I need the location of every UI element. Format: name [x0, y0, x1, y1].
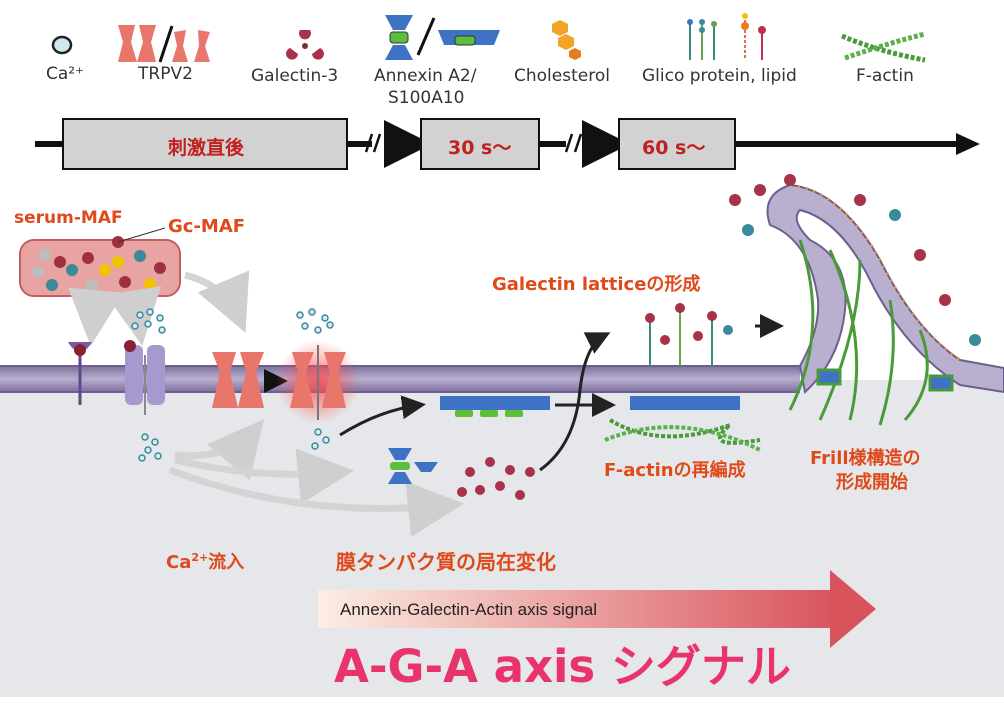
- signal-arrow-label: Annexin-Galectin-Actin axis signal: [340, 600, 598, 619]
- galectin-icon: [286, 30, 324, 60]
- legend-glico-label: Glico protein, lipid: [642, 66, 797, 86]
- legend-annexin-label: Annexin A2/: [374, 66, 477, 86]
- ca-channel: [124, 340, 165, 415]
- factin-reorganization-label: F-actinの再編成: [604, 460, 746, 481]
- annexin-on-membrane: [440, 396, 550, 417]
- trpv2-open: [276, 340, 360, 424]
- timeline-stage-3: 60 s〜: [618, 118, 736, 170]
- timeline: [35, 120, 980, 168]
- legend-cholesterol-label: Cholesterol: [514, 66, 610, 86]
- bottom-strip: [0, 697, 1004, 727]
- cholesterol-icon: [552, 20, 581, 60]
- receptor: [68, 342, 92, 405]
- trpv2-icon: [118, 25, 210, 63]
- timeline-stage-2: 30 s〜: [420, 118, 540, 170]
- flow-arrows-black: [339, 314, 784, 472]
- timeline-stage-3-label: 60 s〜: [642, 137, 706, 159]
- flow-arrows-gray: [68, 270, 464, 538]
- page-title: A-G-A axis シグナル: [334, 640, 791, 693]
- gc-maf-label: Gc-MAF: [168, 216, 246, 237]
- signal-arrow: [318, 570, 876, 648]
- galectin-lattice-label: Galectin latticeの形成: [492, 274, 701, 295]
- trpv2-closed: [212, 352, 264, 408]
- annexin-complex-cytosol: [388, 448, 438, 484]
- legend-ca-label: Ca²⁺: [46, 64, 85, 84]
- timeline-stage-1-label: 刺激直後: [168, 137, 245, 159]
- ca-ions-cluster: [131, 308, 334, 462]
- frill-label-line2: 形成開始: [836, 472, 908, 493]
- cell-interior-background: [0, 380, 1004, 727]
- timeline-stage-1: 刺激直後: [62, 118, 348, 170]
- legend-trpv2-label: TRPV2: [138, 64, 193, 84]
- frill-label-line1: Frill様構造の: [810, 448, 921, 469]
- legend-s100-label: S100A10: [388, 88, 465, 108]
- ca-icon: [51, 35, 73, 55]
- frill-surface-proteins: [729, 174, 981, 346]
- annexin-icon: [385, 15, 500, 60]
- glico-icon: [687, 13, 766, 60]
- serum-maf-label: serum-MAF: [14, 208, 123, 228]
- galectin-lattice: [604, 303, 761, 452]
- galectin-cluster: [457, 457, 535, 500]
- legend-galectin-label: Galectin-3: [251, 66, 339, 86]
- membrane-protein-label: 膜タンパク質の局在変化: [336, 550, 556, 574]
- ca-influx-label: Ca2+流入: [166, 551, 245, 573]
- legend-factin-label: F-actin: [856, 66, 914, 86]
- serum-maf-container: [19, 227, 181, 297]
- timeline-stage-2-label: 30 s〜: [448, 137, 512, 159]
- factin-icon: [841, 31, 926, 63]
- frill-actin-network: [788, 239, 954, 426]
